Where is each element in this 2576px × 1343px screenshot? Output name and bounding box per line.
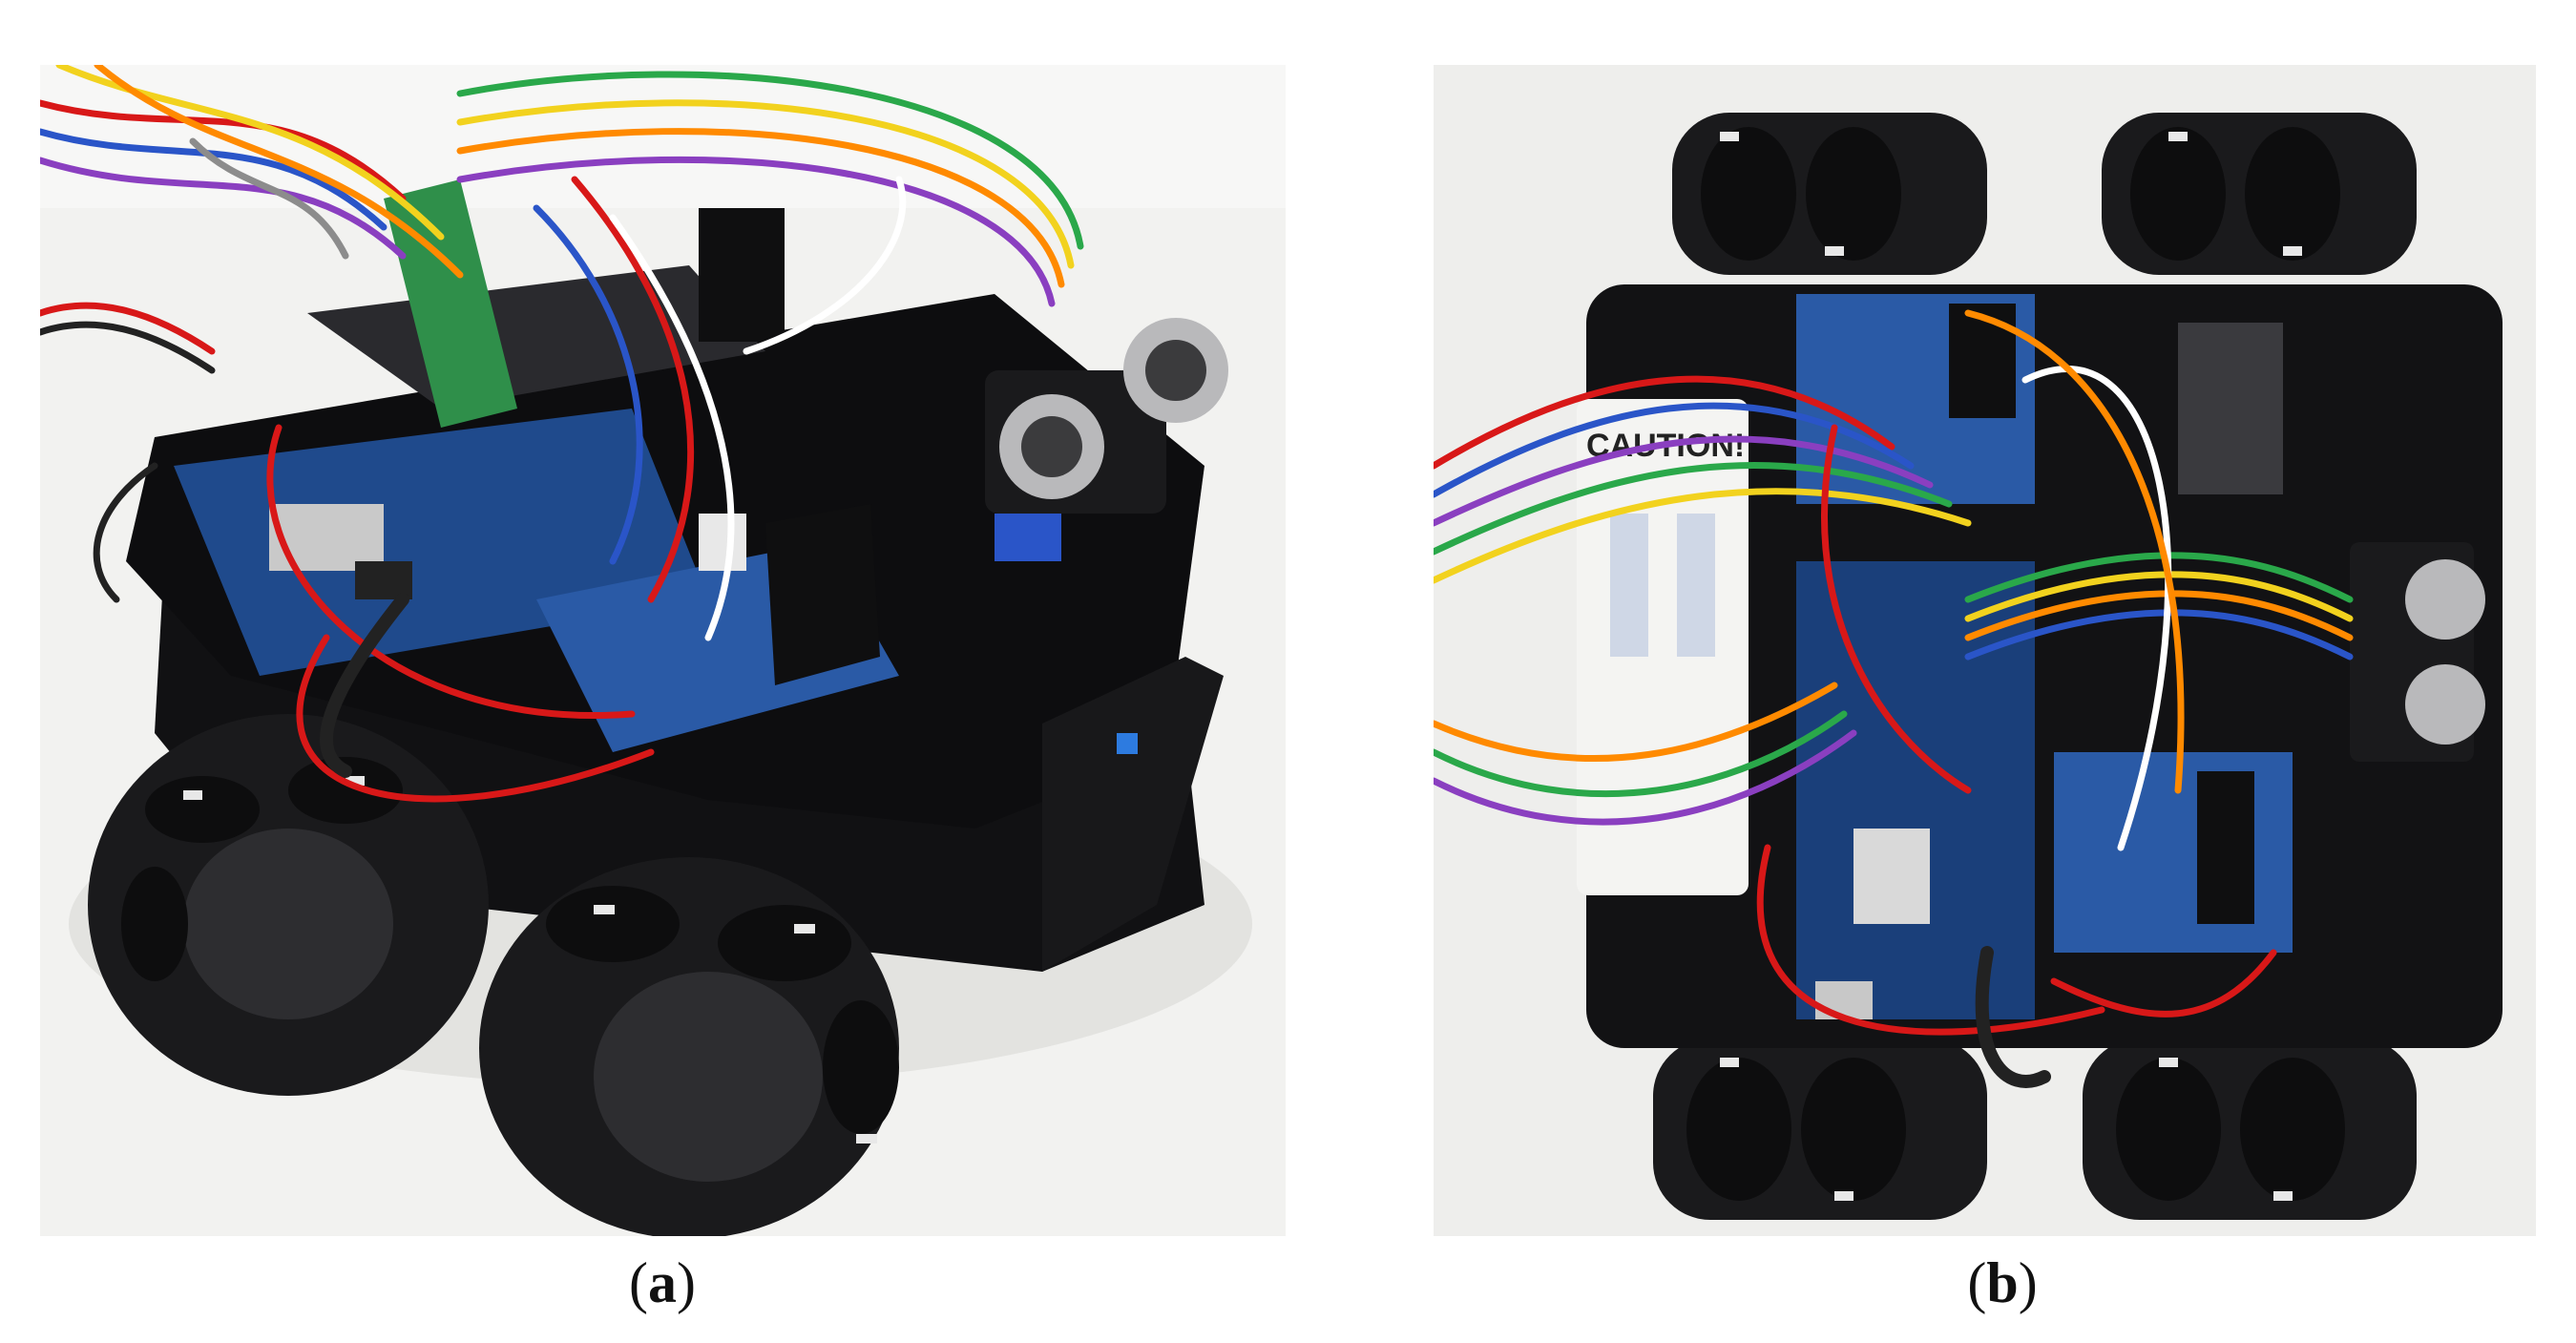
photo-a-wheel-left bbox=[88, 714, 489, 1096]
photo-a-wires bbox=[40, 65, 1084, 803]
photo-b-wheel-top-left bbox=[1672, 113, 1987, 275]
photo-a-line-sensor-board bbox=[1042, 657, 1224, 972]
photo-a-wheel-front bbox=[479, 857, 899, 1236]
photo-b-wheel-bottom-right bbox=[2083, 1039, 2417, 1220]
caption-a-open: ( bbox=[629, 1251, 648, 1314]
caption-b-open: ( bbox=[1967, 1251, 1987, 1314]
photo-b-usb-port bbox=[1815, 981, 1873, 1019]
photo-a-terminal-block bbox=[699, 514, 746, 571]
caption-b-close: ) bbox=[2018, 1251, 2038, 1314]
photo-a-wall bbox=[40, 65, 1286, 208]
photo-b-battery-diagram bbox=[1610, 514, 1648, 657]
photo-a-usb-port bbox=[269, 504, 384, 571]
photo-b-wheel-bottom-left bbox=[1653, 1039, 1987, 1220]
caption-b-label: b bbox=[1986, 1251, 2019, 1314]
photo-b-wires bbox=[1434, 309, 2354, 1088]
photo-a-illustration bbox=[40, 65, 1286, 1236]
photo-b-controller-board bbox=[1796, 561, 2035, 1019]
photo-a-heatsink bbox=[765, 504, 880, 685]
photo-a-green-module bbox=[384, 179, 517, 428]
photo-b-robot-car-top-view: CAUTION! bbox=[1434, 65, 2536, 1236]
photo-b-driver-board-bottom bbox=[2054, 752, 2293, 953]
caption-a-close: ) bbox=[677, 1251, 696, 1314]
caption-b: (b) bbox=[1907, 1250, 2098, 1316]
photo-b-tape bbox=[2178, 323, 2283, 494]
caption-a-label: a bbox=[648, 1251, 677, 1314]
photo-a-heatsink-2 bbox=[699, 208, 785, 342]
photo-a-servo bbox=[995, 514, 1061, 561]
photo-b-wheel-top-right bbox=[2102, 113, 2417, 275]
photo-b-illustration: CAUTION! bbox=[1434, 65, 2536, 1236]
photo-b-wifi-module bbox=[1853, 829, 1930, 924]
photo-b-ultrasonic-top bbox=[2405, 559, 2485, 640]
photo-a-blue-component bbox=[1117, 733, 1138, 754]
photo-b-ultrasonic-bottom bbox=[2405, 664, 2485, 745]
photo-a-robot-car-perspective bbox=[40, 65, 1286, 1236]
caption-a: (a) bbox=[567, 1250, 758, 1316]
